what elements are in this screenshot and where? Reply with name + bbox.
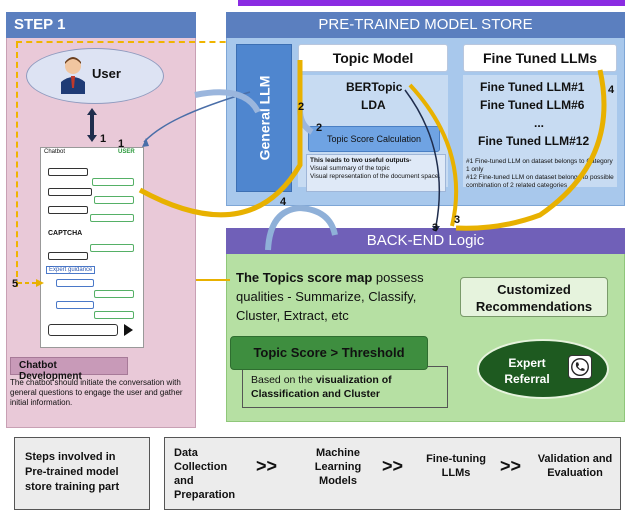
arrow-number: 1 <box>118 138 125 150</box>
chatbot-user-tag: USER <box>118 149 135 155</box>
arrowhead <box>142 138 149 147</box>
fine-tuned-item: ... <box>534 116 545 130</box>
topic-score-line: Visual summary of the topic <box>310 165 390 172</box>
expert-guidance-label: Expert guidance <box>46 266 96 274</box>
threshold-bold: visualization of Classification and Clus… <box>251 374 392 400</box>
arrow-to-general-llm <box>194 89 261 114</box>
arrow-chatbot-to-store <box>138 60 303 218</box>
threshold-pre: Based on the <box>251 374 316 386</box>
chatbot-title: Chatbot <box>44 149 66 155</box>
topic-model-item: LDA <box>361 98 386 112</box>
fine-tuned-title: Fine Tuned LLMs <box>463 44 617 72</box>
chat-bubble-expert <box>56 301 94 309</box>
arrow-number: 4 <box>608 84 615 96</box>
topic-score-lead: This leads to two useful outputs- <box>310 157 412 164</box>
pipeline-separator: >> <box>256 456 278 476</box>
topic-model-item: BERTopic <box>346 80 403 94</box>
arrow-number: 1 <box>100 133 107 145</box>
chat-bubble-user <box>94 290 134 298</box>
expert-referral-label: Expert Referral <box>504 356 550 386</box>
chat-bubble-bot <box>48 252 88 260</box>
arrow-number: 3 <box>454 214 461 226</box>
user-label: User <box>92 66 121 81</box>
chatbot-development-title: Chatbot Development <box>10 357 128 382</box>
phone-icon <box>568 355 592 379</box>
pipeline-separator: >> <box>500 456 522 476</box>
pipeline-stage: Validation and Evaluation <box>537 453 613 479</box>
fine-tuned-item: Fine Tuned LLM#6 <box>480 98 585 112</box>
chat-bubble-user <box>94 311 134 319</box>
dashed-connector-horizontal <box>16 41 246 43</box>
double-arrow-icon <box>87 108 97 142</box>
arrow-number: 5 <box>12 278 19 290</box>
user-icon <box>61 57 85 94</box>
customized-recommendations: Customized Recommendations <box>460 277 608 317</box>
topic-score-description: This leads to two useful outputs- Visual… <box>306 154 446 192</box>
topics-score-bold: The Topics score map <box>236 270 373 285</box>
fine-tuned-note: #1 Fine-tuned LLM on dataset belongs to … <box>466 158 613 173</box>
arrow-number: 2 <box>298 101 305 113</box>
arrow-general-to-chatbot <box>143 91 251 143</box>
arrow-number: 2 <box>316 122 323 134</box>
general-llm-box <box>236 44 292 192</box>
steps-label: Steps involved in Pre-trained model stor… <box>14 437 150 510</box>
chat-bubble-bot <box>48 206 88 214</box>
chat-bubble-bot <box>48 188 92 196</box>
model-store-title: PRE-TRAINED MODEL STORE <box>226 12 625 38</box>
pipeline-separator: >> <box>382 456 404 476</box>
arrow-yellow-to-backend <box>408 83 459 227</box>
dashed-connector-vertical <box>16 42 18 287</box>
chat-bubble-user <box>94 196 134 204</box>
pipeline-stage: Machine Learning Models <box>314 447 362 487</box>
captcha-label: CAPTCHA <box>48 230 83 237</box>
fine-tuned-item: Fine Tuned LLM#1 <box>480 80 585 94</box>
pipeline-stage: Data Collection and Preparation <box>174 447 236 501</box>
pipeline-stage: Fine-tuning LLMs <box>426 453 486 479</box>
arrow-topic-to-backend <box>404 89 441 227</box>
chat-bubble-user <box>90 244 134 252</box>
topic-score-calculation: Topic Score Calculation <box>308 126 440 152</box>
topic-model-title: Topic Model <box>298 44 448 72</box>
backend-title: BACK-END Logic <box>226 228 625 254</box>
arrow-number: 4 <box>280 196 287 208</box>
arrow-number: 3 <box>432 222 439 234</box>
chatbot-input <box>48 324 118 336</box>
top-accent-bar <box>238 0 625 6</box>
user-node <box>26 48 164 104</box>
chat-bubble-bot <box>48 168 88 176</box>
fine-tuned-notes: #1 Fine-tuned LLM on dataset belongs to … <box>466 158 616 190</box>
topics-score-text: The Topics score map possess qualities -… <box>236 268 462 325</box>
send-icon <box>124 324 133 336</box>
fine-tuned-body <box>463 75 617 187</box>
threshold-description: Based on the visualization of Classifica… <box>242 366 448 408</box>
arrow-backend-to-store <box>265 204 338 251</box>
chat-bubble-expert <box>56 279 94 287</box>
chatbot-development-text: The chatbot should initiate the conversa… <box>10 378 183 407</box>
arrowhead <box>36 279 44 287</box>
step1-title: STEP 1 <box>6 12 196 38</box>
fine-tuned-note: #12 Fine-tuned LLM on dataset belongs to… <box>466 174 614 189</box>
arrowhead <box>432 226 440 232</box>
chat-bubble-user <box>90 214 134 222</box>
arrow-finetuned-to-backend <box>455 69 607 231</box>
chat-bubble-user <box>92 178 134 186</box>
threshold-box: Topic Score > Threshold <box>230 336 428 370</box>
fine-tuned-item: Fine Tuned LLM#12 <box>478 134 590 148</box>
pipeline-steps <box>164 437 621 510</box>
topics-score-rest: possess qualities - Summarize, Classify,… <box>236 270 424 323</box>
topic-score-line: Visual representation of the document sp… <box>310 173 441 180</box>
